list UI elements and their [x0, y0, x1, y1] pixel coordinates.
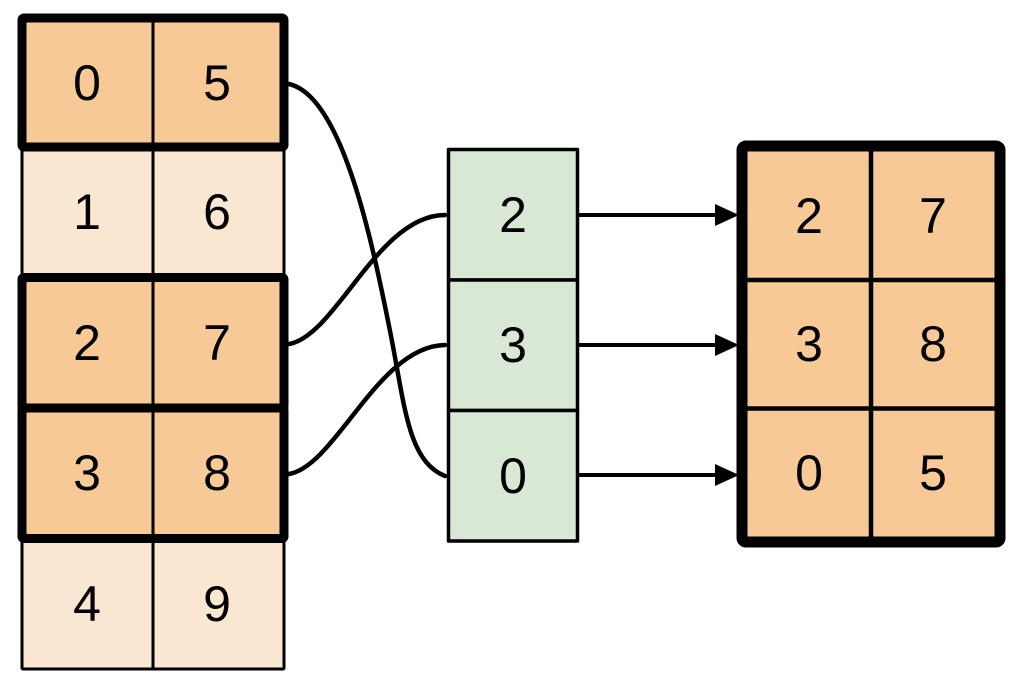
- curve-source-row-2-to-index-cell-0: [286, 212, 448, 347]
- source-cell-index: 1: [73, 184, 101, 240]
- source-cell-value: 6: [203, 184, 231, 240]
- result-row-2: 0 5: [795, 445, 947, 501]
- arrowhead-icon: [715, 204, 739, 226]
- index-column: 2 3 0: [446, 147, 580, 543]
- result-cell-value: 7: [919, 188, 947, 244]
- result-table: 2 7 3 8 0 5: [736, 140, 1006, 548]
- curve-source-row-0-to-index-cell-2: [286, 81, 448, 479]
- source-cell-index: 4: [73, 576, 101, 632]
- source-row-4: 4 9: [20, 537, 286, 671]
- source-cell-index: 0: [73, 55, 101, 111]
- source-row-2: 2 7: [17, 273, 289, 413]
- arrow-index-cell-0-to-result-row-0: [578, 204, 739, 226]
- source-row-3: 3 8: [17, 403, 289, 543]
- source-cell-index: 3: [73, 445, 101, 501]
- result-cell-index: 3: [795, 316, 823, 372]
- result-cell-value: 8: [919, 316, 947, 372]
- arrowhead-icon: [715, 334, 739, 356]
- index-cell-1: 3: [446, 278, 580, 413]
- index-cell-value: 0: [499, 448, 527, 504]
- source-cell-value: 5: [203, 55, 231, 111]
- index-cell-2-bg: [446, 408, 580, 543]
- result-row-0: 2 7: [795, 188, 947, 244]
- index-cell-value: 3: [499, 317, 527, 373]
- curve-source-row-3-to-index-cell-1: [286, 342, 448, 477]
- index-cell-2: 0: [446, 408, 580, 543]
- arrowhead-icon: [715, 464, 739, 486]
- source-cell-index: 2: [73, 315, 101, 371]
- source-row-1: 1 6: [20, 145, 286, 279]
- source-cell-value: 8: [203, 445, 231, 501]
- arrow-index-cell-1-to-result-row-1: [578, 334, 739, 356]
- index-cell-0: 2: [446, 147, 580, 282]
- connector-curves: [286, 81, 448, 479]
- source-row-0: 0 5: [17, 13, 289, 152]
- source-cell-value: 9: [203, 576, 231, 632]
- index-cell-value: 2: [499, 187, 527, 243]
- result-cell-value: 5: [919, 445, 947, 501]
- arrow-index-cell-2-to-result-row-2: [578, 464, 739, 486]
- source-table: 1 6 4 9 0 5 2 7: [17, 13, 289, 671]
- result-row-1: 3 8: [795, 316, 947, 372]
- result-cell-index: 2: [795, 188, 823, 244]
- source-cell-value: 7: [203, 315, 231, 371]
- result-cell-index: 0: [795, 445, 823, 501]
- result-arrows: [578, 204, 739, 486]
